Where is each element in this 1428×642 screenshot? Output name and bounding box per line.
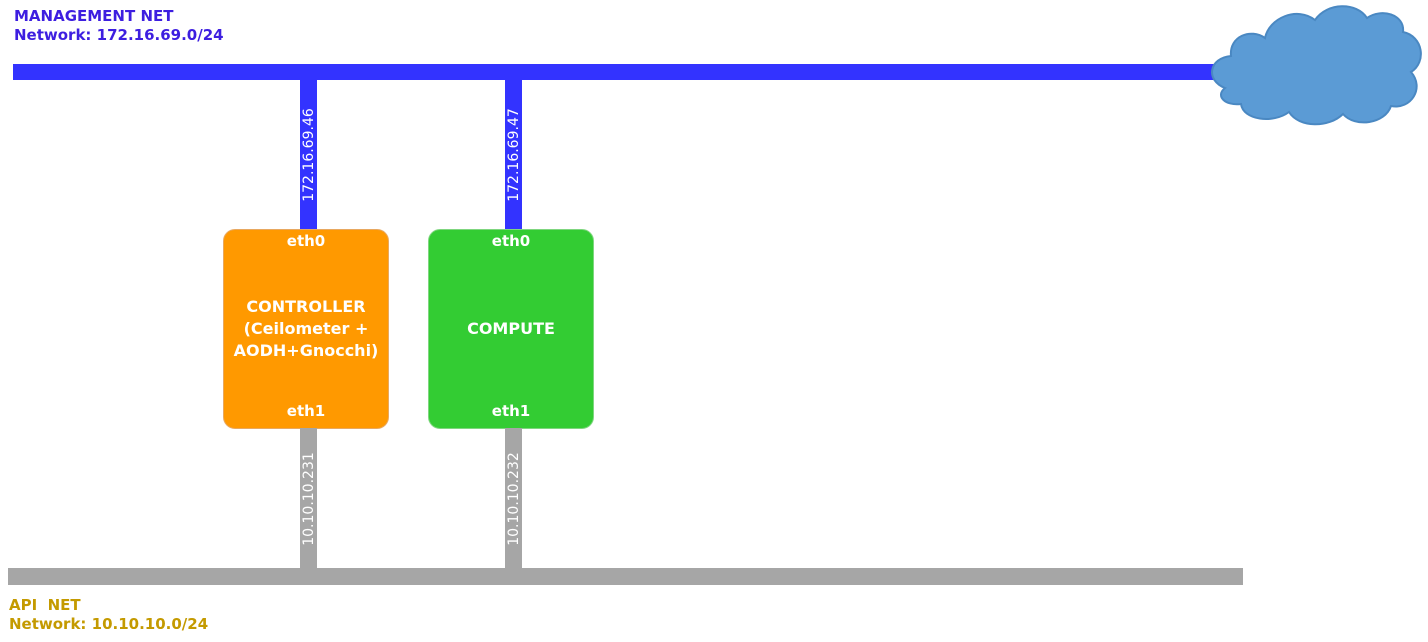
cloud-icon <box>1211 5 1422 126</box>
management-net-bus <box>13 64 1223 80</box>
controller-mgmt-link: 172.16.69.46 <box>300 78 317 231</box>
controller-mgmt-ip: 172.16.69.46 <box>300 107 317 202</box>
controller-eth0-label: eth0 <box>286 232 326 250</box>
compute-mgmt-ip: 172.16.69.47 <box>505 107 522 202</box>
compute-api-link: 10.10.10.232 <box>505 428 522 570</box>
api-net-bus <box>8 568 1243 585</box>
api-net-label: API NET Network: 10.10.10.0/24 <box>9 596 208 634</box>
controller-title: CONTROLLER (Ceilometer + AODH+Gnocchi) <box>233 297 379 360</box>
compute-eth0-label: eth0 <box>491 232 531 250</box>
compute-title: COMPUTE <box>467 319 555 338</box>
compute-eth1-label: eth1 <box>491 402 531 420</box>
compute-api-ip: 10.10.10.232 <box>505 452 522 546</box>
api-net-address: Network: 10.10.10.0/24 <box>9 615 209 633</box>
api-net-name: API NET <box>9 596 81 614</box>
controller-api-ip: 10.10.10.231 <box>300 452 317 546</box>
management-net-name: MANAGEMENT NET <box>14 7 174 25</box>
compute-node[interactable]: eth0 COMPUTE eth1 <box>428 229 594 429</box>
management-net-label: MANAGEMENT NET Network: 172.16.69.0/24 <box>14 7 224 45</box>
controller-node[interactable]: eth0 CONTROLLER (Ceilometer + AODH+Gnocc… <box>223 229 389 429</box>
management-net-address: Network: 172.16.69.0/24 <box>14 26 224 44</box>
compute-mgmt-link: 172.16.69.47 <box>505 78 522 231</box>
controller-api-link: 10.10.10.231 <box>300 428 317 570</box>
controller-eth1-label: eth1 <box>286 402 326 420</box>
